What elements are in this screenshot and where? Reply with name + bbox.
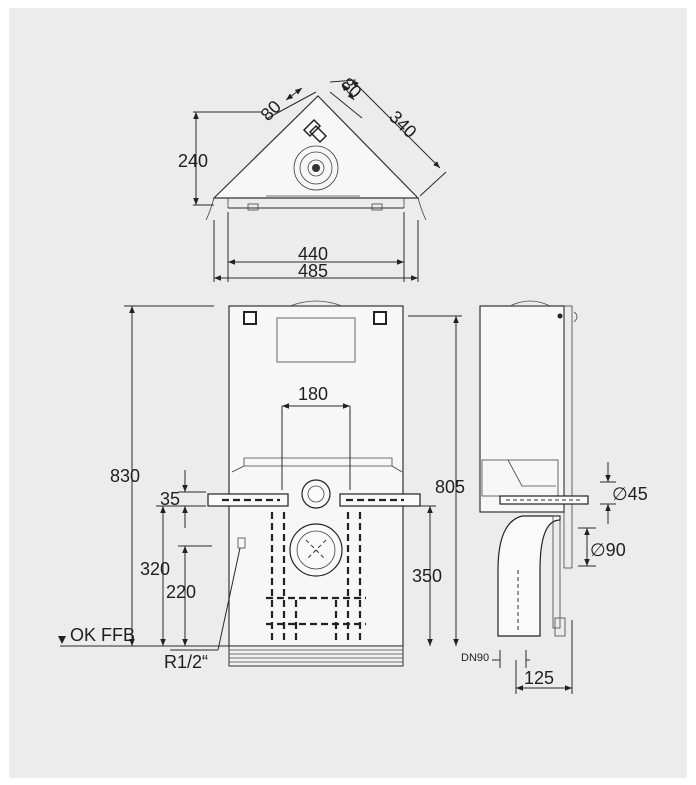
- dim-125: 125: [524, 668, 554, 688]
- dim-180: 180: [298, 384, 328, 404]
- dim-240: 240: [178, 151, 208, 171]
- dim-d90: ∅90: [590, 540, 626, 560]
- top-view-housing: [212, 95, 420, 199]
- side-drain-bend: [497, 515, 561, 637]
- side-view-frame: [479, 305, 565, 513]
- front-flush-connector: [301, 479, 331, 509]
- dim-dn90: DN90: [461, 652, 489, 664]
- dim-220: 220: [166, 582, 196, 602]
- front-view-panel: [276, 317, 356, 363]
- top-view: 240 80 80 340 440 485: [178, 74, 447, 282]
- technical-drawing: 240 80 80 340 440 485: [58, 74, 648, 694]
- dim-d45: ∅45: [612, 484, 648, 504]
- dim-320: 320: [140, 559, 170, 579]
- dim-r12: R1/2“: [164, 652, 208, 672]
- drawing-frame: 240 80 80 340 440 485: [9, 8, 687, 778]
- front-view-frame: [228, 305, 404, 647]
- dim-830: 830: [110, 466, 140, 486]
- side-view: ∅45 ∅90 DN90 125: [461, 300, 648, 694]
- dim-350: 350: [412, 566, 442, 586]
- dim-340: 340: [385, 107, 420, 142]
- top-view-flush-circle: [293, 145, 339, 191]
- dim-440: 440: [298, 244, 328, 264]
- dim-80-right: 80: [337, 74, 365, 102]
- dim-485: 485: [298, 261, 328, 281]
- dim-80-left: 80: [257, 97, 285, 125]
- dim-805: 805: [435, 477, 465, 497]
- ok-ffb-label: OK FFB: [70, 625, 135, 645]
- front-view: 180 830 805 35 320 220 350 OK FFB R1/2“: [58, 300, 465, 672]
- dim-35: 35: [160, 489, 180, 509]
